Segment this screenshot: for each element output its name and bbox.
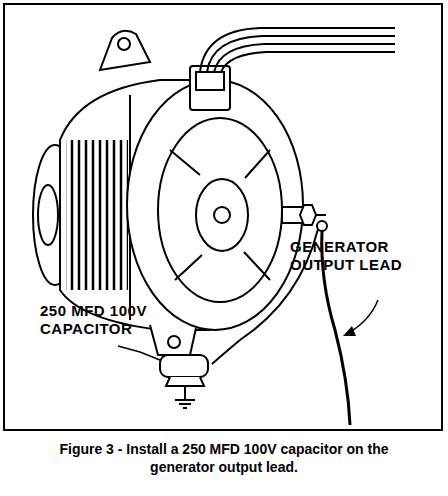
capacitor-symbol xyxy=(160,355,208,408)
capacitor-label: 250 MFD 100V CAPACITOR xyxy=(40,302,152,338)
leader-line xyxy=(118,346,160,360)
leader-line xyxy=(350,300,378,332)
frame xyxy=(4,4,442,430)
lead-label: GENERATOR OUTPUT LEAD xyxy=(290,238,430,274)
wiring-harness xyxy=(200,28,395,72)
figure-caption: Figure 3 - Install a 250 MFD 100V capaci… xyxy=(40,440,408,476)
arrowhead xyxy=(343,326,356,336)
alternator-body xyxy=(33,31,303,355)
output-terminal xyxy=(282,205,327,231)
